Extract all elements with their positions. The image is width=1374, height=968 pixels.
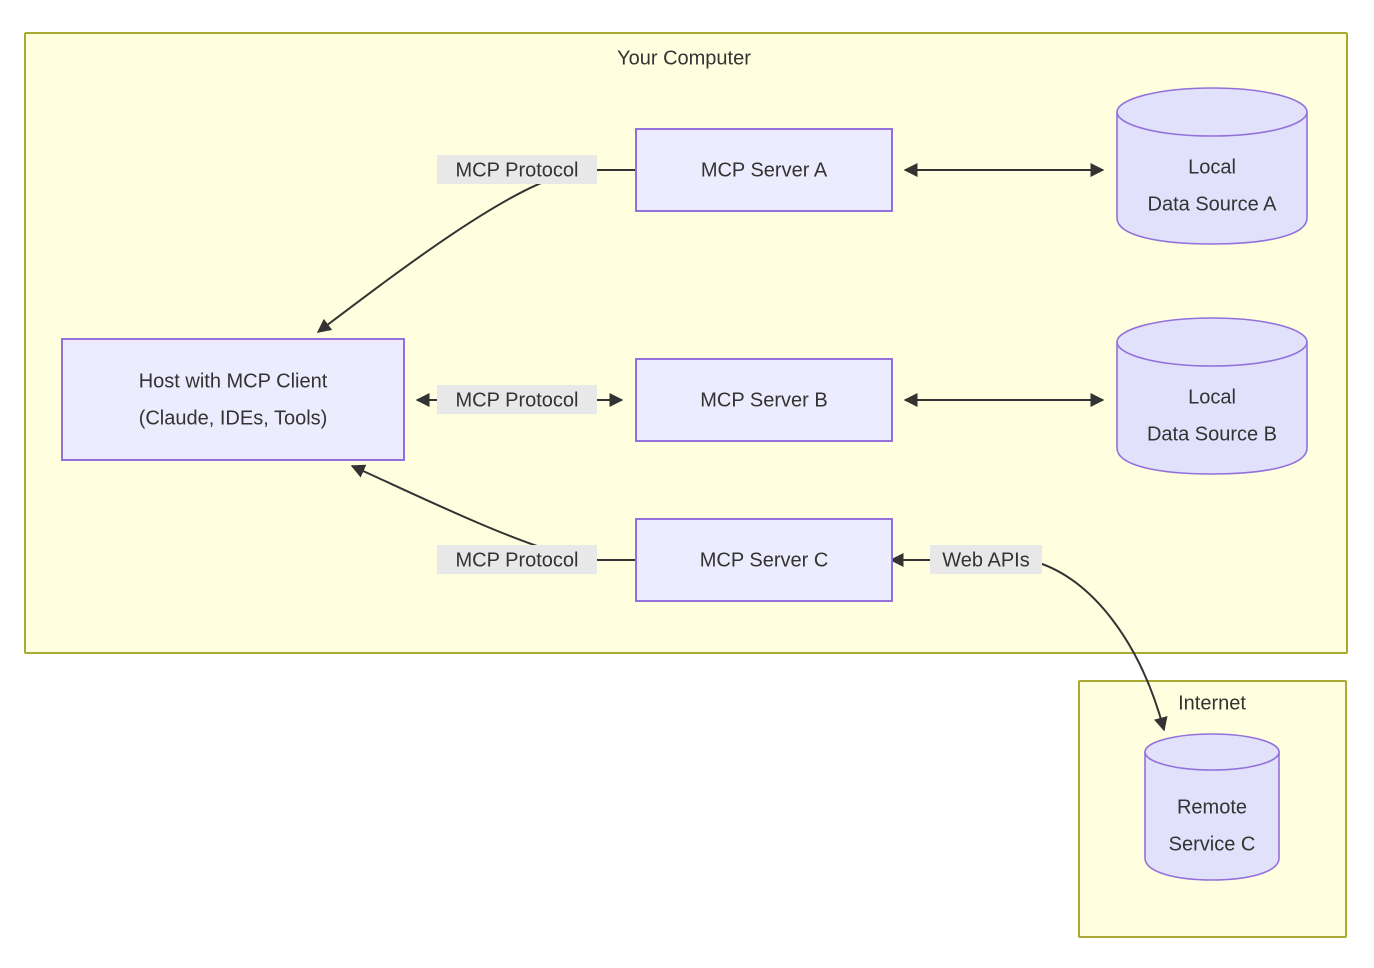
node-data-source-b-label-line2: Data Source B bbox=[1147, 423, 1277, 445]
cluster-your-computer-title: Your Computer bbox=[617, 47, 751, 69]
node-server-c-box[interactable] bbox=[635, 518, 893, 602]
edge-server-c-remote-path bbox=[1035, 561, 1168, 732]
node-data-source-a-body[interactable] bbox=[1116, 111, 1308, 245]
edge-label-host-server-a: MCP Protocol bbox=[437, 155, 597, 184]
node-remote-service-c[interactable]: Remote Service C bbox=[1144, 733, 1280, 881]
node-server-b-label: MCP Server B bbox=[700, 389, 827, 411]
cluster-your-computer: Your Computer bbox=[24, 32, 1348, 654]
node-remote-service-c-top bbox=[1144, 733, 1280, 771]
node-data-source-b-top bbox=[1116, 317, 1308, 367]
node-host-label-line1: Host with MCP Client bbox=[139, 370, 328, 392]
node-data-source-a-label-line1: Local bbox=[1188, 156, 1236, 178]
node-server-a-label: MCP Server A bbox=[701, 159, 828, 181]
node-server-c-label: MCP Server C bbox=[700, 549, 829, 571]
edge-label-web-apis: Web APIs bbox=[930, 545, 1042, 574]
node-server-b-box[interactable] bbox=[635, 358, 893, 442]
edge-label-web-apis-bg bbox=[930, 545, 1042, 574]
node-server-c[interactable]: MCP Server C bbox=[635, 518, 893, 602]
node-data-source-a-top bbox=[1116, 87, 1308, 137]
node-host-label-line2: (Claude, IDEs, Tools) bbox=[139, 407, 328, 429]
edge-label-host-server-b: MCP Protocol bbox=[437, 385, 597, 414]
edge-server-c-remote bbox=[889, 553, 1168, 732]
node-remote-service-c-label-line1: Remote bbox=[1177, 796, 1247, 818]
edge-label-host-server-c-bg bbox=[437, 545, 597, 574]
node-host-box[interactable] bbox=[61, 338, 405, 461]
edge-label-host-server-a-bg bbox=[437, 155, 597, 184]
node-data-source-b-label-line1: Local bbox=[1188, 386, 1236, 408]
node-host[interactable]: Host with MCP Client (Claude, IDEs, Tool… bbox=[61, 338, 405, 461]
node-data-source-b-body[interactable] bbox=[1116, 341, 1308, 475]
edge-label-host-server-c-text: MCP Protocol bbox=[455, 549, 578, 571]
edge-label-host-server-c: MCP Protocol bbox=[437, 545, 597, 574]
cluster-your-computer-box bbox=[24, 32, 1348, 654]
edge-label-host-server-a-text: MCP Protocol bbox=[455, 159, 578, 181]
node-remote-service-c-body[interactable] bbox=[1144, 751, 1280, 881]
edge-label-host-server-b-bg bbox=[437, 385, 597, 414]
node-remote-service-c-label-line2: Service C bbox=[1169, 833, 1256, 855]
node-server-a[interactable]: MCP Server A bbox=[635, 128, 893, 212]
node-data-source-a[interactable]: Local Data Source A bbox=[1116, 87, 1308, 245]
node-data-source-a-label-line2: Data Source A bbox=[1148, 193, 1278, 215]
node-data-source-b[interactable]: Local Data Source B bbox=[1116, 317, 1308, 475]
node-server-b[interactable]: MCP Server B bbox=[635, 358, 893, 442]
edge-label-web-apis-text: Web APIs bbox=[942, 549, 1029, 571]
edge-label-host-server-b-text: MCP Protocol bbox=[455, 389, 578, 411]
node-server-a-box[interactable] bbox=[635, 128, 893, 212]
cluster-internet-title: Internet bbox=[1178, 692, 1246, 714]
